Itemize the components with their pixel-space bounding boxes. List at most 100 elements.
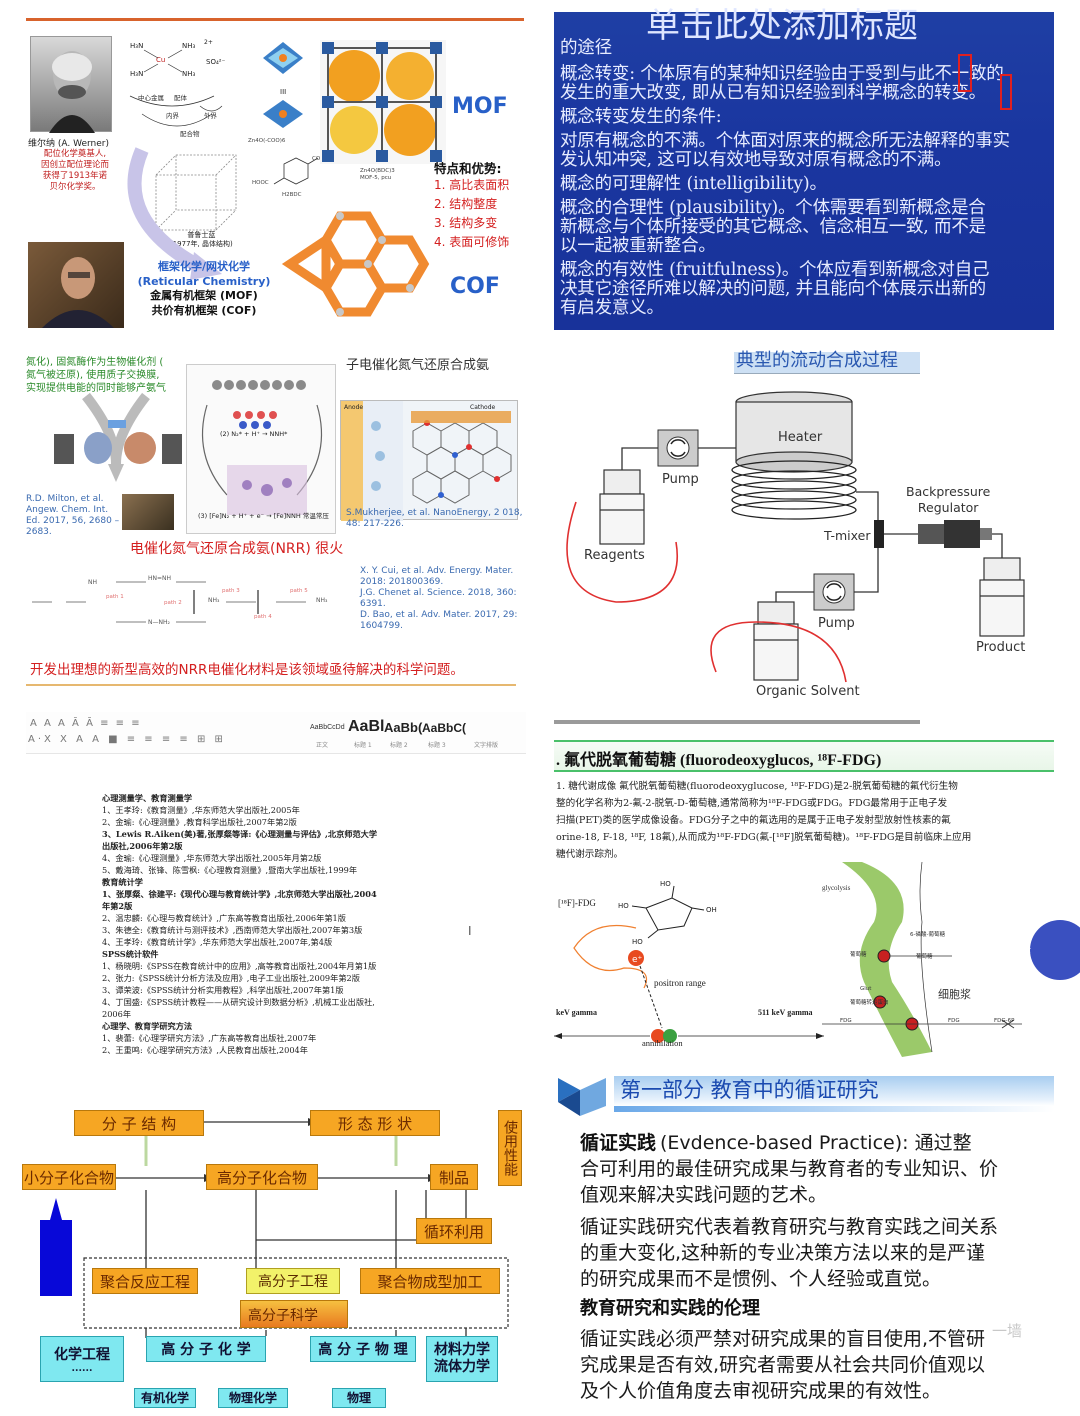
box-product: 制品 — [430, 1164, 478, 1190]
feature-1: 1. 高比表面积 — [434, 178, 510, 192]
style-heading3[interactable]: AaBbC( — [422, 721, 466, 735]
panel-flow-synthesis: 典型的流动合成过程 — [556, 350, 1056, 699]
label-ligand: 配体 — [174, 94, 187, 102]
slide8-title: 第一部分 教育中的循证研究 — [620, 1078, 879, 1102]
product-label: Product — [976, 640, 1026, 655]
box-organic-chem: 有机化学 — [134, 1388, 196, 1408]
slide-line: 有启发意义。 — [560, 298, 664, 318]
label-glucose-2: 葡萄糖 — [916, 954, 933, 960]
style-name-1: 正文 — [316, 742, 329, 749]
label-inner: 内界 — [166, 112, 179, 120]
svg-text:SO₄²⁻: SO₄²⁻ — [206, 58, 226, 66]
label-glucose-1: 葡萄糖 — [850, 952, 867, 958]
svg-text:path 3: path 3 — [222, 588, 240, 594]
bdc-molecule — [273, 157, 319, 185]
researcher-photo — [122, 494, 174, 530]
box-usability: 使用性能 — [498, 1110, 522, 1186]
svg-text:NH: NH — [88, 579, 97, 586]
box-polymer-science: 高分子科学 — [248, 1308, 318, 1324]
box-polymer-eng: 高分子工程 — [246, 1268, 340, 1294]
cite-cui: X. Y. Cui, et al. Adv. Energy. Mater. 20… — [360, 566, 518, 631]
style-normal[interactable]: AaBbCcDd — [310, 724, 345, 731]
slide-line: 新概念与个体所接受的其它概念、信念相互一致, 而不是 — [560, 217, 986, 237]
para3-line0: 循证实践必须严禁对研究成果的盲目使用,不管研 — [580, 1328, 986, 1350]
para1-line0: (Evdence-based Practice): 通过整 — [660, 1132, 972, 1154]
cite-milton: R.D. Milton, et al. Angew. Chem. Int. Ed… — [26, 494, 120, 537]
para3-line2: 及个人价值角度去审视研究成果的有效性。 — [580, 1380, 942, 1402]
box-chem-eng: 化学工程 ...... — [40, 1336, 124, 1382]
box-polymer-compound: 高分子化合物 — [206, 1164, 318, 1190]
para1-line2: 值观来解决实践问题的艺术。 — [580, 1184, 828, 1206]
box-small-molecule: 小分子化合物 — [22, 1164, 116, 1190]
para2-line0: 循证实践研究代表着教育研究与教育实践之间关系 — [580, 1216, 999, 1238]
slide-line: 的途径 — [560, 38, 612, 58]
logo-icon — [558, 1078, 606, 1116]
box-polymer-science-bg — [240, 1300, 348, 1328]
werner-name: 维尔纳 (A. Werner) — [28, 139, 109, 149]
bottom-conclusion: 开发出理想的新型高效的NRR电催化材料是该领域亟待解决的科学问题。 — [30, 662, 464, 678]
svg-text:path 2: path 2 — [164, 600, 182, 606]
label-fdg-6p: FDG-6P — [994, 1018, 1015, 1024]
heading-band — [554, 740, 1054, 772]
box-physics: 物理 — [332, 1388, 386, 1408]
positron-label: positron range — [654, 978, 706, 988]
text-cursor-icon: I — [468, 924, 472, 938]
curved-arrow-icon — [127, 147, 222, 280]
label-fdg-2: FDG — [948, 1018, 960, 1024]
red-highlight-box — [958, 54, 972, 92]
small-label-zn: Zn4O(-COO)6 — [248, 138, 286, 144]
pump1-label: Pump — [662, 472, 699, 487]
svg-text:HO: HO — [660, 880, 671, 888]
label-center-metal: 中心金属 — [138, 94, 164, 102]
svg-text:HO: HO — [632, 938, 643, 946]
box-polymer-phys: 高 分 子 物 理 — [310, 1336, 416, 1362]
document-body[interactable]: 心理测量学、教育测量学 1、王孝玲:《教育测量》,华东师范大学出版社,2005年… — [102, 793, 378, 1055]
feature-3: 3. 结构多变 — [434, 216, 498, 230]
bottom-rule — [26, 684, 516, 686]
style-name-2: 标题 1 — [354, 742, 372, 749]
slide-line: 以一起被重新整合。 — [560, 236, 716, 256]
small-label-hooc: HOOC — [252, 180, 269, 186]
para1-line1: 合可利用的最佳研究成果与教育者的专业知识、价 — [580, 1158, 999, 1180]
term-evidence: 循证实践 — [580, 1132, 657, 1154]
svg-text:path 1: path 1 — [106, 594, 124, 600]
backpressure-label: Backpressure Regulator — [906, 484, 991, 515]
slide-line: 决其它途径所难以解决的问题, 并且能向个体展示出新的 — [560, 279, 986, 299]
annihilation-label: annihilation — [642, 1038, 683, 1048]
werner-desc: 配位化学奠基人, 因创立配位理论而 获得了1913年诺 贝尔化学奖。 — [40, 149, 109, 192]
box-phys-chem: 物理化学 — [218, 1388, 288, 1408]
cluster-molecule: III — [263, 42, 303, 128]
fdg-label: [¹⁸F]-FDG — [558, 898, 596, 908]
top-rule — [26, 18, 524, 21]
svg-text:path 4: path 4 — [254, 614, 272, 620]
svg-text:Cu: Cu — [156, 56, 165, 64]
top-grey-rule — [554, 720, 920, 724]
slide-line: 发生的重大改变, 即从已有知识经验到科学概念的转变。 — [560, 83, 986, 103]
style-heading2[interactable]: AaBb( — [384, 720, 423, 735]
cytoplasm-label: 细胞浆 — [938, 988, 971, 1001]
svg-text:HO: HO — [618, 902, 629, 910]
title-underline — [614, 1106, 1054, 1112]
box-polymer-chem: 高 分 子 化 学 — [146, 1336, 266, 1362]
label-g6p: 6-磷酸-葡萄糖 — [910, 932, 945, 938]
glycolysis-label: glycolysis — [822, 884, 851, 892]
svg-text:H₃N: H₃N — [130, 42, 143, 50]
prussian-label: 普鲁士蓝 (1977年, 晶体结构) — [170, 231, 233, 248]
feature-4: 4. 表面可修饰 — [434, 235, 510, 249]
pump2-label: Pump — [818, 616, 855, 631]
features-title: 特点和优势: — [434, 161, 502, 176]
style-heading1[interactable]: AaBl — [348, 718, 385, 735]
svg-text:III: III — [280, 88, 286, 96]
top-title: 子电催化氮气还原合成氨 — [346, 358, 490, 373]
reticular-text: 框架化学/网状化学 (Reticular Chemistry) 金属有机框架 (… — [137, 260, 271, 317]
slide-line: 发认知冲突, 这可以有效地导致对原有概念的不满。 — [560, 150, 952, 170]
label-transporter: 葡萄糖转运蛋白 — [850, 1000, 889, 1006]
panel-concept-change-slide: 单击此处添加标题 的途径 概念转变: 个体原有的某种知识经验由于受到与此不一致的… — [554, 6, 1054, 330]
svg-text:NH₃: NH₃ — [182, 70, 196, 78]
panel-polymer-flowchart: 分 子 结 构 形 态 形 状 使用性能 小分子化合物 高分子化合物 制品 循环… — [22, 1100, 526, 1408]
svg-text:OH: OH — [706, 906, 717, 914]
ribbon-typeset[interactable]: 文字排版 — [474, 742, 499, 749]
solvent-label: Organic Solvent — [756, 684, 860, 699]
